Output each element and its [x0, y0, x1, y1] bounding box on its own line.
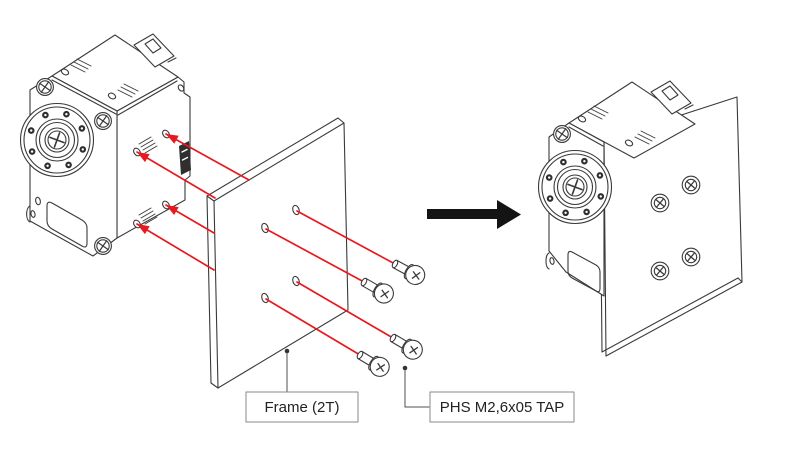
vent-grille — [138, 207, 158, 225]
mounted-screw-head — [681, 175, 701, 195]
mounted-screw-head — [650, 261, 670, 281]
servo-front-face — [19, 75, 118, 257]
servo-actuator — [19, 33, 191, 257]
leader-dot — [402, 365, 408, 371]
leader-dot — [284, 348, 290, 354]
exploded-view — [19, 33, 429, 389]
connector-block — [133, 33, 177, 68]
vent-grille — [634, 130, 656, 145]
case-screw — [93, 111, 113, 131]
servo-front-face — [537, 122, 613, 297]
vent-grille — [117, 83, 139, 98]
screw-axis-arrowheads — [137, 134, 179, 235]
servo-side-face — [116, 76, 191, 239]
frame-label: Frame (2T) — [265, 399, 340, 416]
frame-label-box — [245, 391, 359, 423]
servo-actuator-assembled — [537, 80, 696, 297]
assembled-view — [537, 80, 743, 357]
servo-output-horn — [19, 102, 95, 178]
servo-top-face — [568, 80, 696, 159]
frame-callout: Frame (2T) — [245, 348, 359, 423]
assembly-direction-arrow — [427, 200, 521, 229]
screw-axis-lines — [136, 133, 396, 356]
connector-port — [179, 141, 191, 175]
vent-grille — [587, 105, 609, 120]
phs-screw — [352, 345, 394, 381]
phs-screw — [385, 328, 427, 364]
mount-hole — [133, 129, 170, 229]
connector-block — [650, 80, 694, 115]
label-recess — [567, 250, 601, 293]
phs-screw — [356, 272, 398, 308]
phs-screw — [387, 253, 429, 289]
vent-grille — [138, 136, 158, 154]
case-screw — [552, 124, 572, 144]
vent-grille — [70, 58, 92, 73]
case-screw — [35, 77, 55, 97]
servo-output-horn — [537, 149, 613, 225]
label-recess — [46, 201, 88, 248]
screw-label-box — [429, 391, 575, 423]
servo-top-face — [51, 33, 179, 112]
screw-callout: PHS M2,6x05 TAP — [402, 365, 575, 423]
screw-label: PHS M2,6x05 TAP — [440, 399, 565, 416]
case-screw — [93, 236, 113, 256]
mounted-screw-head — [681, 247, 701, 267]
screws — [352, 253, 429, 381]
frame-plate — [206, 117, 349, 389]
leader-line — [404, 369, 430, 408]
mounted-screw-head — [650, 193, 670, 213]
